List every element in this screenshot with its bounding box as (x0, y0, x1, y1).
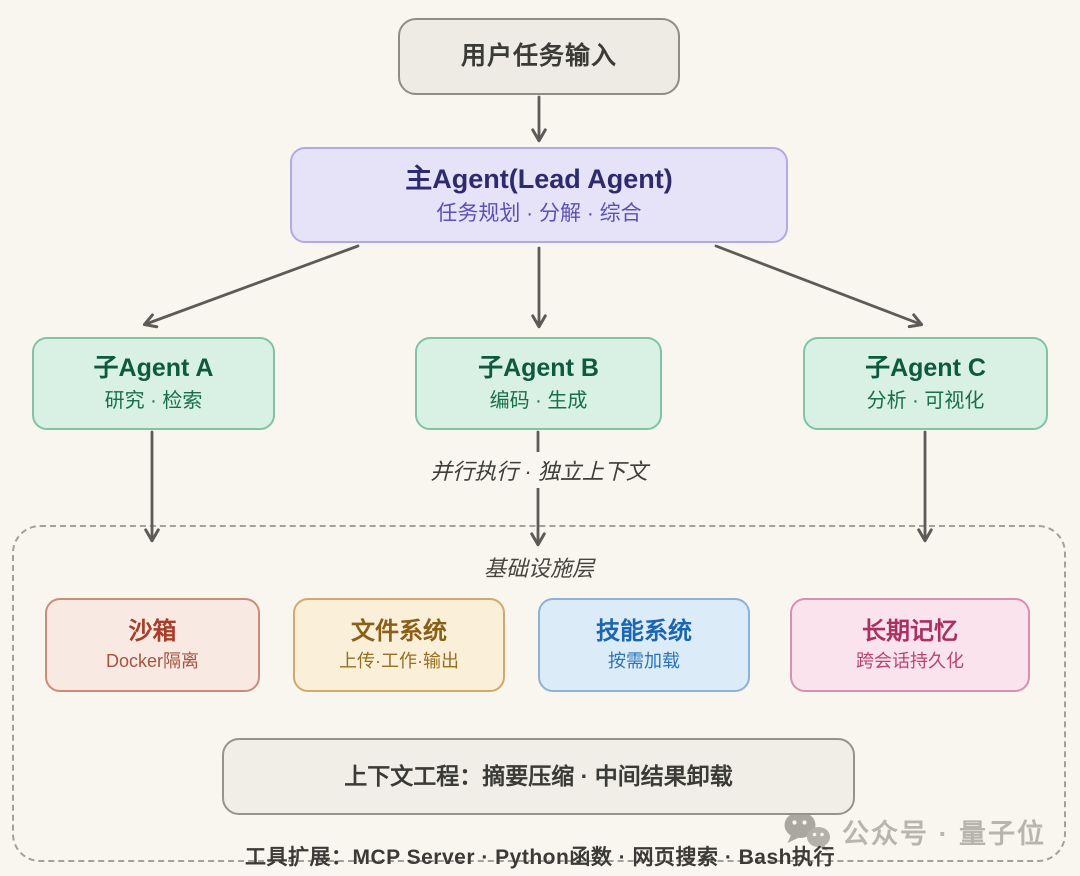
node-sub-agent-a: 子Agent A 研究 · 检索 (32, 337, 275, 430)
node-title: 沙箱 (128, 617, 177, 645)
node-subtitle: 上传·工作·输出 (339, 650, 459, 671)
node-context-engineering: 上下文工程：摘要压缩 · 中间结果卸载 (222, 738, 855, 815)
node-title: 技能系统 (596, 617, 692, 645)
node-long-term-memory: 长期记忆 跨会话持久化 (790, 598, 1030, 692)
node-user-task-input: 用户任务输入 (398, 18, 680, 95)
watermark-text: 公众号 · 量子位 (842, 818, 1046, 849)
node-skill-system: 技能系统 按需加载 (538, 598, 750, 692)
node-title: 文件系统 (351, 617, 447, 645)
node-subtitle: 分析 · 可视化 (866, 389, 985, 412)
node-title: 主Agent(Lead Agent) (405, 163, 673, 194)
node-title: 上下文工程：摘要压缩 · 中间结果卸载 (344, 763, 733, 790)
node-subtitle: 研究 · 检索 (104, 389, 203, 412)
node-title: 子Agent C (865, 354, 986, 383)
node-subtitle: Docker隔离 (105, 650, 199, 671)
node-lead-agent: 主Agent(Lead Agent) 任务规划 · 分解 · 综合 (290, 147, 788, 243)
node-title: 用户任务输入 (460, 41, 617, 70)
infrastructure-layer-label: 基础设施层 (483, 556, 594, 581)
node-subtitle: 任务规划 · 分解 · 综合 (436, 201, 642, 225)
watermark: 公众号 · 量子位 (782, 810, 1046, 852)
node-subtitle: 按需加载 (608, 650, 680, 671)
node-subtitle: 编码 · 生成 (489, 389, 588, 412)
arrow-lead-to-sub-c (714, 244, 924, 329)
tools-extension-note: 工具扩展：MCP Server · Python函数 · 网页搜索 · Bash… (244, 846, 835, 869)
node-title: 子Agent B (478, 354, 599, 383)
node-sub-agent-b: 子Agent B 编码 · 生成 (415, 337, 662, 430)
node-sandbox: 沙箱 Docker隔离 (45, 598, 260, 692)
arrow-lead-to-sub-a (142, 244, 360, 329)
node-title: 子Agent A (93, 354, 214, 383)
node-sub-agent-c: 子Agent C 分析 · 可视化 (803, 337, 1048, 430)
parallel-execution-note: 并行执行 · 独立上下文 (383, 452, 695, 488)
node-title: 长期记忆 (862, 617, 958, 645)
node-file-system: 文件系统 上传·工作·输出 (293, 598, 505, 692)
node-subtitle: 跨会话持久化 (856, 650, 964, 671)
wechat-icon (784, 812, 830, 851)
